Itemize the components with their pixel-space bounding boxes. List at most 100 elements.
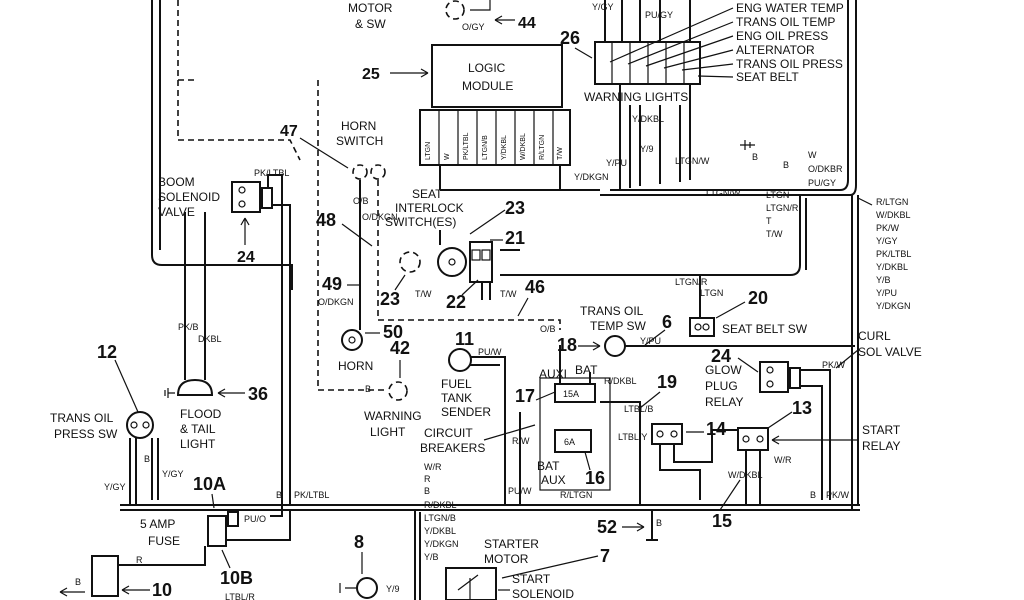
start-relay-number-15: 15 xyxy=(712,511,732,531)
warning-light-group: 42 B WARNING LIGHT xyxy=(317,80,422,439)
flood-number: 36 xyxy=(248,384,268,404)
fuse-label-2: FUSE xyxy=(148,534,180,548)
seat-number-23b: 23 xyxy=(380,289,400,309)
seat-switch-2 xyxy=(437,247,467,277)
marker-49-wire: O/DKGN xyxy=(318,297,354,307)
fuse-number-10b: 10B xyxy=(220,568,253,588)
circuit-breakers-group: AUXI BAT 15A 6A BAT AUX 17 16 CIRCUIT BR… xyxy=(420,345,641,505)
breaker-bat-bottom: BAT xyxy=(537,459,560,473)
glow-label-1: GLOW xyxy=(705,363,742,377)
tops-symbol xyxy=(126,411,154,439)
breaker-number-17: 17 xyxy=(515,386,535,406)
wl-pin-labels: Y/DKBL Y/9 Y/PU LTGN/W Y/DKGN xyxy=(574,114,710,182)
fuse-wire-ltblr: LTBL/R xyxy=(225,592,255,600)
fuel-label-3: SENDER xyxy=(441,405,491,419)
lower-wire-5: Y/DKBL xyxy=(424,526,456,536)
rt-wire-0: W xyxy=(808,150,817,160)
warning-light-label-1: WARNING xyxy=(364,409,422,423)
bus-wire-pkw: PK/W xyxy=(826,490,850,500)
seat-belt-pin-2 xyxy=(702,323,710,331)
breaker-bat-top: BAT xyxy=(575,363,598,377)
starter-label-2: MOTOR xyxy=(484,552,529,566)
tops-label-2: PRESS SW xyxy=(54,427,118,441)
wl-pin-0: Y/DKBL xyxy=(632,114,664,124)
module-pin-dividers xyxy=(438,110,554,165)
fuel-wire-puw: PU/W xyxy=(478,347,502,357)
seat-connector xyxy=(469,241,493,283)
fuel-sender-symbol xyxy=(448,348,472,372)
seat-wire-tw2: T/W xyxy=(500,289,517,299)
seat-number-23: 23 xyxy=(505,198,525,218)
wl-item-5: SEAT BELT xyxy=(736,70,799,84)
boom-plug xyxy=(261,187,273,209)
curl-pin-2 xyxy=(766,380,774,388)
breaker-15a xyxy=(554,383,596,403)
warning-lights-label: WARNING LIGHTS xyxy=(584,90,688,104)
tots-symbol xyxy=(604,335,626,357)
breaker-wire-rltgn: R/LTGN xyxy=(560,490,592,500)
seat-pin-2 xyxy=(481,249,491,261)
wl-item-4: TRANS OIL PRESS xyxy=(736,57,843,71)
wl-item-1: TRANS OIL TEMP xyxy=(736,15,835,29)
fuse-number-10a: 10A xyxy=(193,474,226,494)
warning-lights-number: 26 xyxy=(560,28,580,48)
wiper-motor-label-2: & SW xyxy=(355,17,386,31)
mid-wire-list: LTGN LTGN/R T T/W xyxy=(766,190,799,239)
seat-belt-symbol xyxy=(689,317,715,337)
module-pin-0: LTGN xyxy=(425,142,432,160)
tots-number: 6 xyxy=(662,312,672,332)
glow-pin-1 xyxy=(656,430,664,438)
warning-light-label-2: LIGHT xyxy=(370,425,406,439)
lower-wire-7: Y/B xyxy=(424,552,439,562)
markers-48-49: 48 49 O/DKGN xyxy=(316,210,373,307)
ground-number: 52 xyxy=(597,517,617,537)
seat-label-1: SEAT xyxy=(412,187,443,201)
right-wire-4: PK/LTBL xyxy=(876,249,911,259)
bus-wire-b2: B xyxy=(810,490,816,500)
wiper-motor-group: MOTOR & SW O/GY 44 xyxy=(348,0,536,32)
battery-wire-b: B xyxy=(75,577,81,587)
horn-wire-odkgn: O/DKGN xyxy=(362,212,398,222)
breaker-wire-rdkbl: R/DKBL xyxy=(604,376,637,386)
right-wire-2: PK/W xyxy=(876,223,900,233)
flood-label-3: LIGHT xyxy=(180,437,216,451)
wl-item-0: ENG WATER TEMP xyxy=(736,1,844,15)
glow-wire-ltbl: LTBL/Y xyxy=(618,432,647,442)
module-pin-6: R/LTGN xyxy=(539,135,546,160)
boom-label-2: SOLENOID xyxy=(158,190,220,204)
curl-label-2: SOL VALVE xyxy=(858,345,922,359)
right-wire-5: Y/DKBL xyxy=(876,262,908,272)
start-solenoid-label-1: START xyxy=(512,572,551,586)
seat-belt-label: SEAT BELT SW xyxy=(722,322,808,336)
fuse-plug xyxy=(227,511,239,527)
wl-item-2: ENG OIL PRESS xyxy=(736,29,828,43)
rt-wire-b: B xyxy=(783,160,789,170)
wl-pin-3: LTGN/W xyxy=(675,156,710,166)
start-relay-label-1: START xyxy=(862,423,901,437)
seat-wire-ltgn: LTGN xyxy=(700,288,723,298)
harness-46-number: 46 xyxy=(525,277,545,297)
breakers-label-2: BREAKERS xyxy=(420,441,485,455)
horn-label: HORN xyxy=(338,359,373,373)
marker-48: 48 xyxy=(316,210,336,230)
start-solenoid-label-2: SOLENOID xyxy=(512,587,574,600)
horn-switch-number: 47 xyxy=(280,123,298,140)
lower-mid-wire-list: W/R R B R/DKBL LTGN/B Y/DKBL Y/DKGN Y/B xyxy=(414,462,459,600)
wiper-motor-label-1: MOTOR xyxy=(348,1,393,15)
flood-wire-dkbl: DKBL xyxy=(198,334,222,344)
seat-number-22: 22 xyxy=(446,292,466,312)
mid-wire-1: LTGN/R xyxy=(766,203,799,213)
lower-wire-4: LTGN/B xyxy=(424,513,456,523)
harness-wires xyxy=(120,0,860,511)
lower-wire-2: B xyxy=(424,486,430,496)
fuse-wire-puo: PU/O xyxy=(244,514,266,524)
lower-wire-0: W/R xyxy=(424,462,442,472)
battery-wire-r: R xyxy=(136,555,143,565)
trans-oil-press-group: 12 TRANS OIL PRESS SW Y/GY Y/GY B xyxy=(50,342,184,505)
fuel-sender-group: 11 PU/W FUEL TANK SENDER xyxy=(441,329,506,505)
seat-number-21: 21 xyxy=(505,228,525,248)
tops-wire-b: B xyxy=(144,454,150,464)
starter-number-8: 8 xyxy=(354,532,364,552)
lower-wire-3: R/DKBL xyxy=(424,500,457,510)
